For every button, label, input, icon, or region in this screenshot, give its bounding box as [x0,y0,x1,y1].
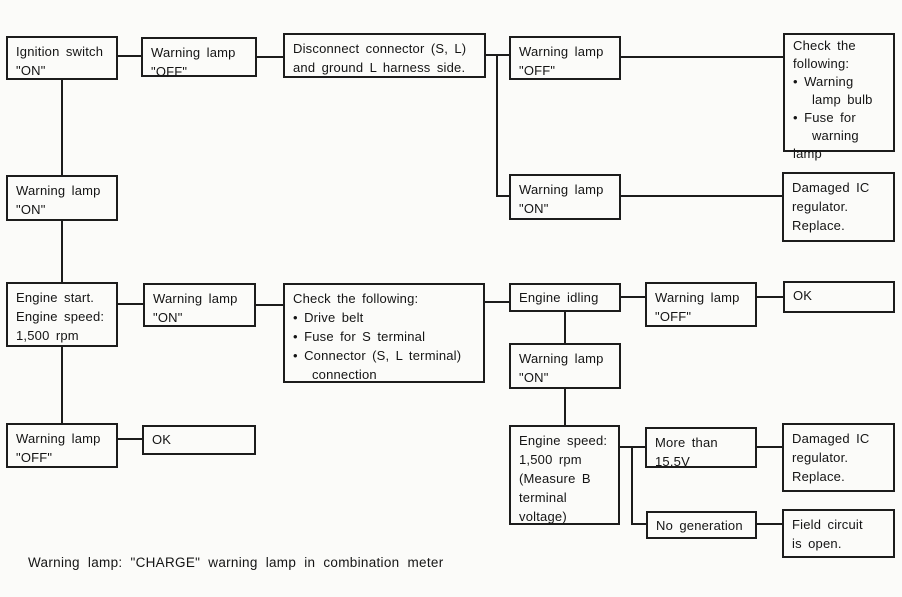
connector-warnon-to-check2 [255,304,284,306]
node-ok-1: OK [783,281,895,313]
node-more-than-15-5v: More than 15.5V [645,427,757,469]
connector-check2-to-idling [484,301,510,303]
connector-warnoff3-to-ok [756,296,784,298]
node-check-following-charge: Check the following: • Drive belt • Fuse… [283,283,485,383]
node-warning-lamp-off-4: Warning lamp "OFF" [6,423,118,468]
node-warning-lamp-on-3: Warning lamp "ON" [143,283,256,327]
connector-morethan-to-damaged2 [756,446,783,448]
connector-warnoff4-to-ok2 [116,438,143,440]
connector-warnoff-to-check [620,56,783,58]
node-warning-lamp-on-2: Warning lamp "ON" [509,174,621,220]
node-warning-lamp-off-2: Warning lamp "OFF" [509,36,621,80]
connector-nogen-to-field [756,523,783,525]
node-ignition-switch: Ignition switch "ON" [6,36,118,80]
node-damaged-ic-2: Damaged IC regulator. Replace. [782,423,895,492]
node-field-circuit-open: Field circuit is open. [782,509,895,558]
connector-enginestart-to-warnon [116,303,144,305]
node-disconnect-connector: Disconnect connector (S, L) and ground L… [283,33,486,78]
node-engine-idling: Engine idling [509,283,621,312]
node-warning-lamp-on-1: Warning lamp "ON" [6,175,118,221]
connector-ignition-to-warnoff [117,55,142,57]
node-warning-lamp-off-3: Warning lamp "OFF" [645,282,757,327]
connector-branch-vertical-1 [496,54,498,197]
connector-left-column-vertical [61,80,63,423]
node-engine-start: Engine start. Engine speed: 1,500 rpm [6,282,118,347]
connector-branch-vertical-2 [631,446,633,525]
connector-warnoff-to-disconnect [256,56,284,58]
node-damaged-ic-1: Damaged IC regulator. Replace. [782,172,895,242]
connector-branch-to-warnon [496,195,510,197]
connector-warnon-to-damaged [620,195,782,197]
connector-idling-to-warnoff3 [619,296,646,298]
footer-note: Warning lamp: "CHARGE" warning lamp in c… [28,555,444,570]
connector-branch2-to-morethan [631,446,646,448]
connector-speed-to-branch2 [619,446,632,448]
node-engine-speed-measure: Engine speed: 1,500 rpm (Measure B termi… [509,425,620,525]
node-no-generation: No generation [646,511,757,539]
node-ok-2: OK [142,425,256,455]
node-check-following-lamp: Check the following: • Warning lamp bulb… [783,33,895,161]
node-warning-lamp-off-1: Warning lamp "OFF" [141,37,257,79]
node-warning-lamp-on-4: Warning lamp "ON" [509,343,621,389]
connector-branch2-to-nogen [631,523,647,525]
